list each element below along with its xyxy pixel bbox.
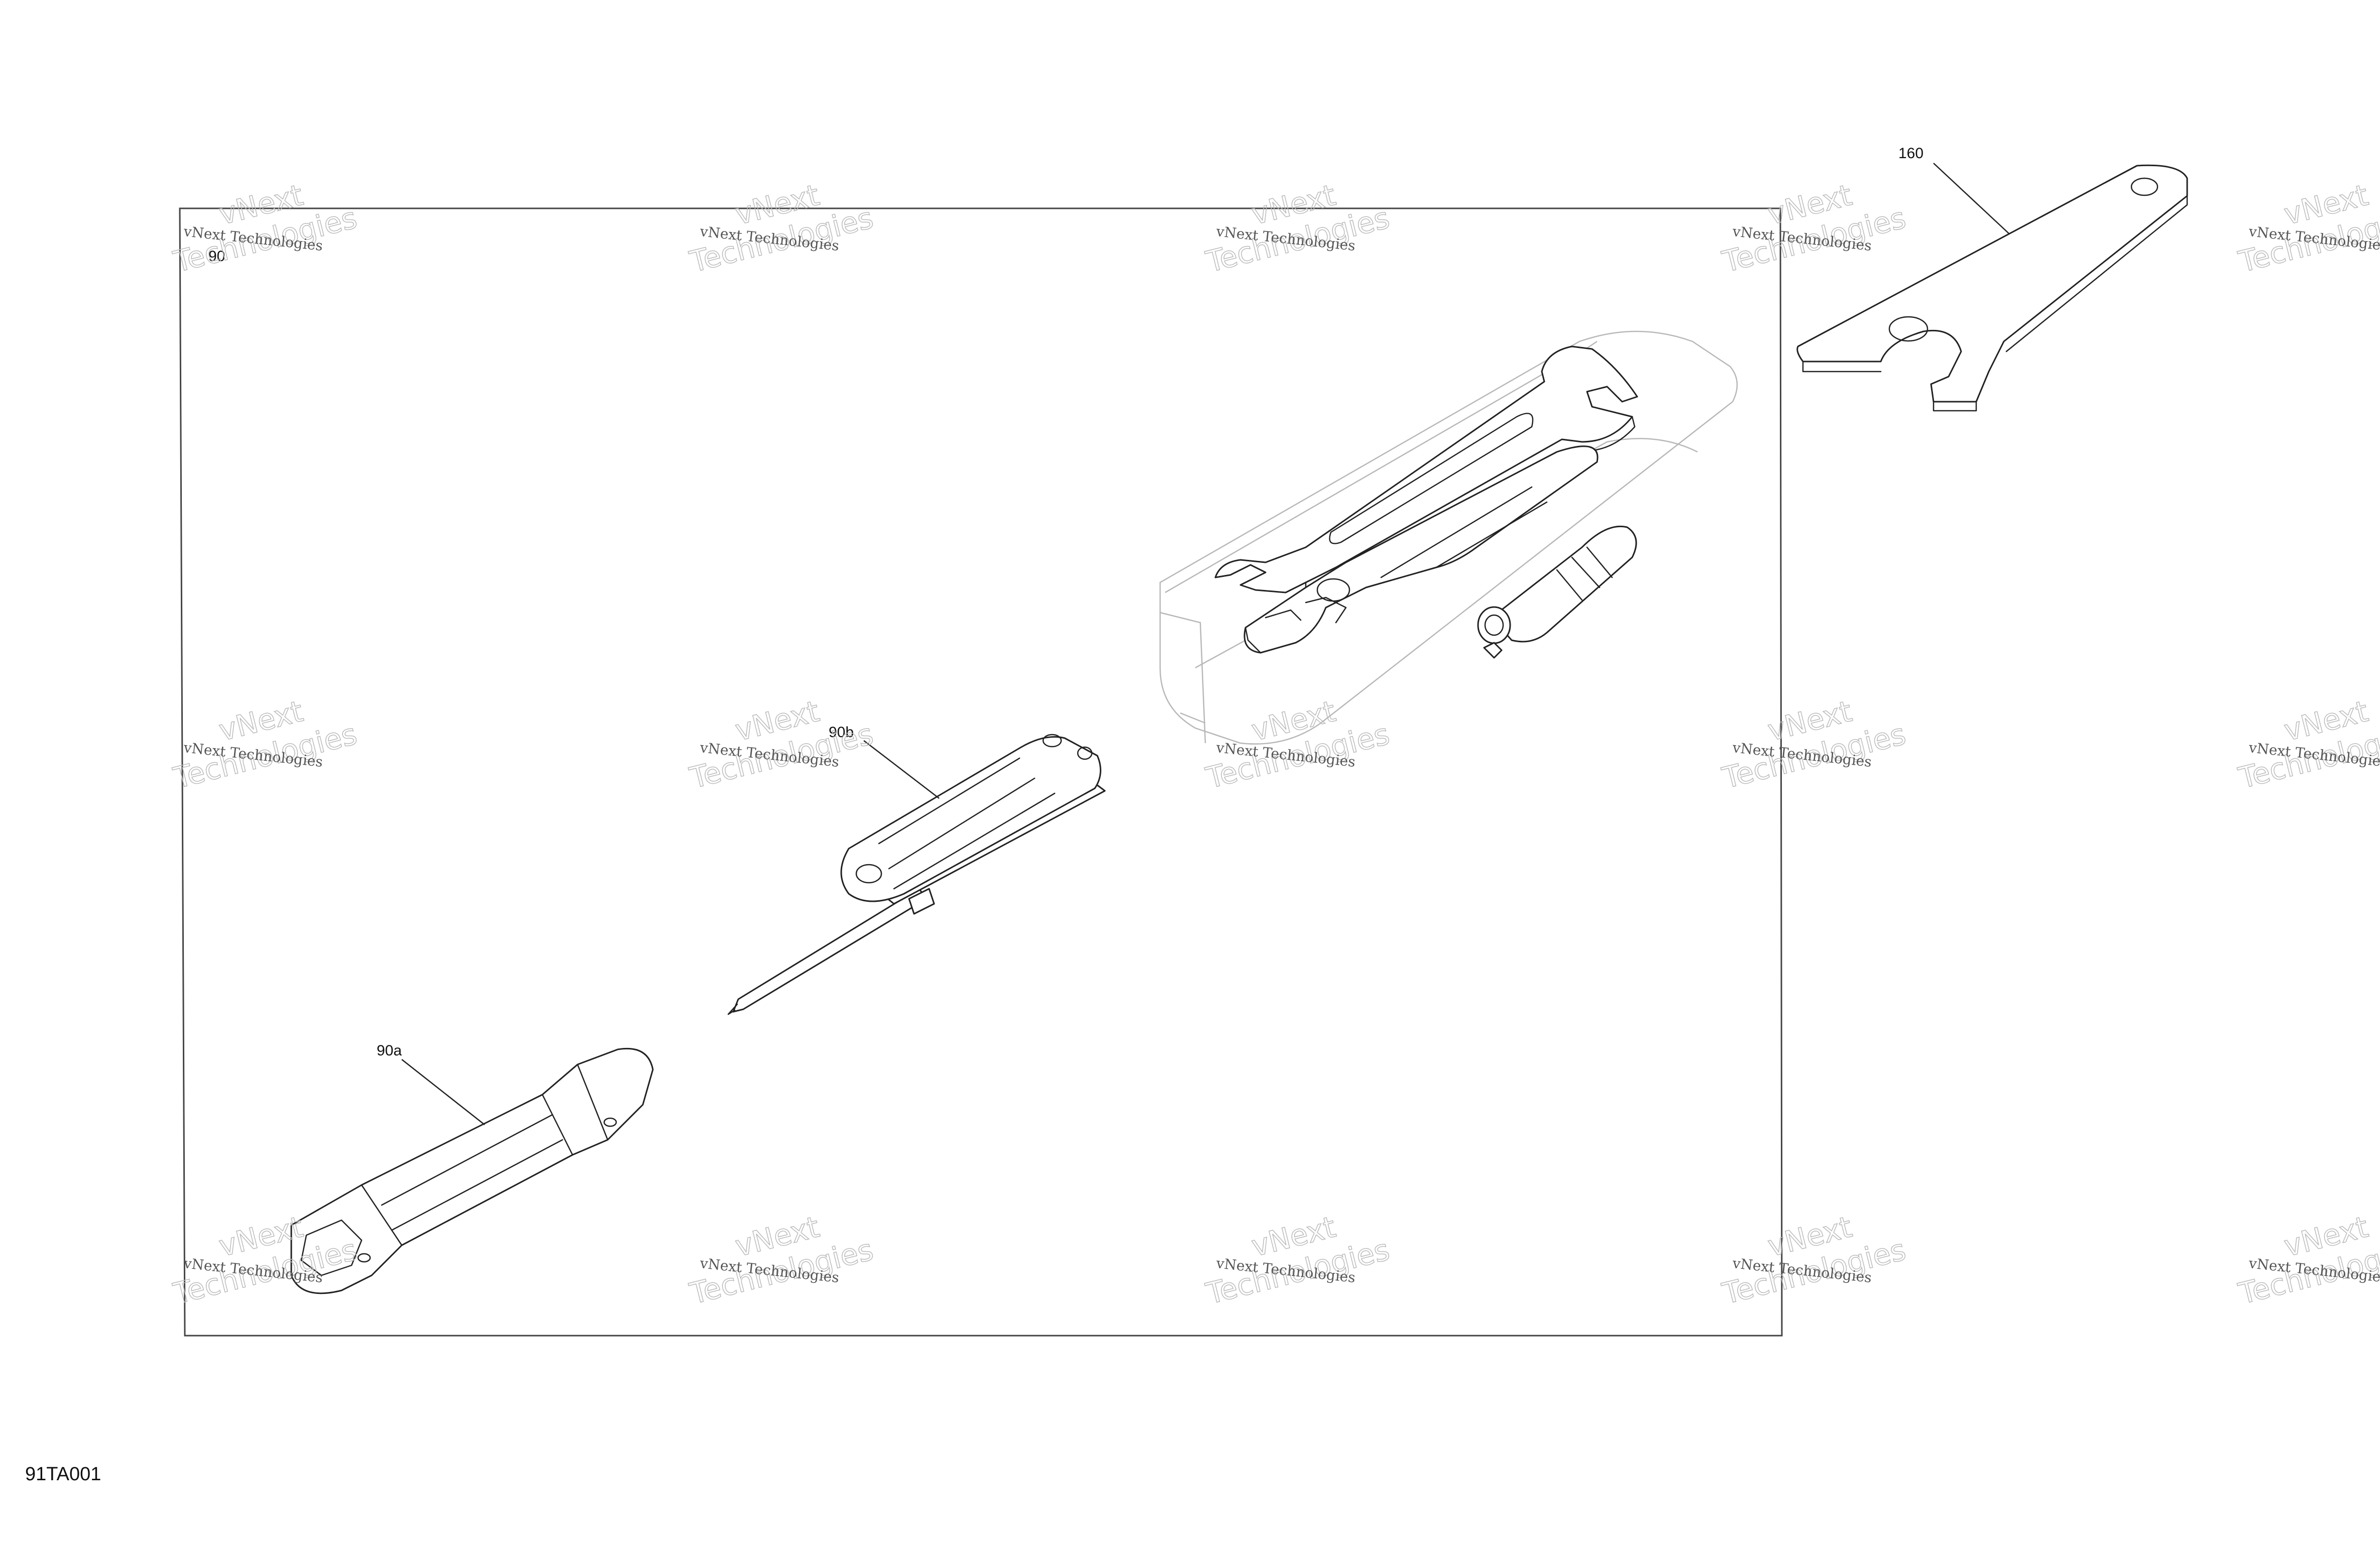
callout-90a: 90a (377, 1042, 402, 1059)
callout-160: 160 (1898, 145, 1923, 162)
diagram-code: 91TA001 (25, 1464, 101, 1485)
pliers (1243, 445, 1599, 654)
leader-90a (401, 1059, 485, 1125)
leader-90b (863, 740, 940, 799)
spanner-160 (1796, 164, 2188, 412)
callout-kit: 90 (208, 248, 225, 265)
spark-plug-wrench-90a (290, 1047, 654, 1294)
leader-160 (1933, 163, 2009, 234)
bit-driver (1477, 525, 1637, 659)
double-open-end-wrench (1214, 345, 1638, 604)
kit-frame (179, 207, 1783, 1337)
callout-90b: 90b (829, 724, 854, 741)
screwdriver-90b (727, 734, 1106, 1015)
